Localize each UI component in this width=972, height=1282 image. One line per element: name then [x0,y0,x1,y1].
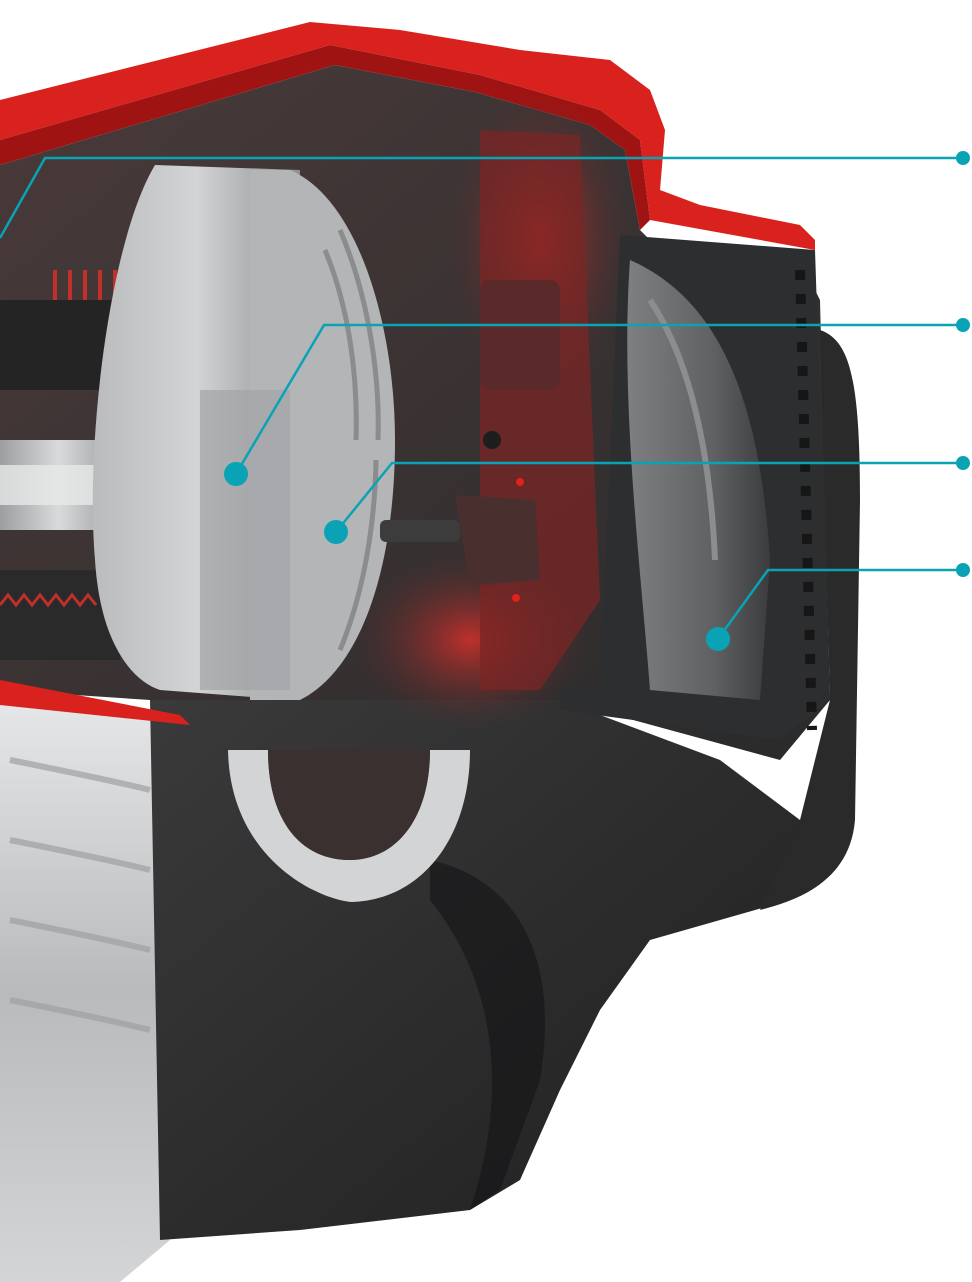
rotor-hub-band [200,390,290,690]
callout-3-anchor-dot [324,520,348,544]
callout-2-anchor-dot [224,462,248,486]
callout-2 [224,318,970,486]
fan-grille [795,269,817,731]
callout-4 [706,563,970,651]
bearing-inner [268,750,430,860]
brush-dot-1 [516,478,524,486]
winding-top [0,300,120,390]
red-housing-top [0,22,815,250]
fan-blades [627,260,770,700]
brush-pin [380,520,460,542]
capacitor [480,280,560,390]
brush-dot-2 [512,594,520,602]
callout-3-end-dot [956,456,970,470]
red-housing-edge [0,45,650,230]
bearing-ring [228,750,470,902]
red-band-bottom [0,680,190,725]
electronics-block [480,130,600,690]
mount-hole [483,431,501,449]
callout-3 [324,456,970,544]
outer-shroud [760,330,860,910]
lower-housing-sweep [430,860,546,1210]
brush-holder [455,495,540,585]
callout-1-end-dot [956,151,970,165]
callout-2-line [234,323,963,475]
callout-1 [0,151,970,239]
duct-ribs [9,757,151,1033]
winding-coils-bottom [0,592,98,608]
callout-2-end-dot [956,318,970,332]
callout-4-line [716,568,963,640]
callout-4-anchor-dot [706,627,730,651]
winding-coils-top [53,270,117,300]
callout-1-line [0,156,963,239]
callout-3-line [335,461,963,533]
callout-4-end-dot [956,563,970,577]
